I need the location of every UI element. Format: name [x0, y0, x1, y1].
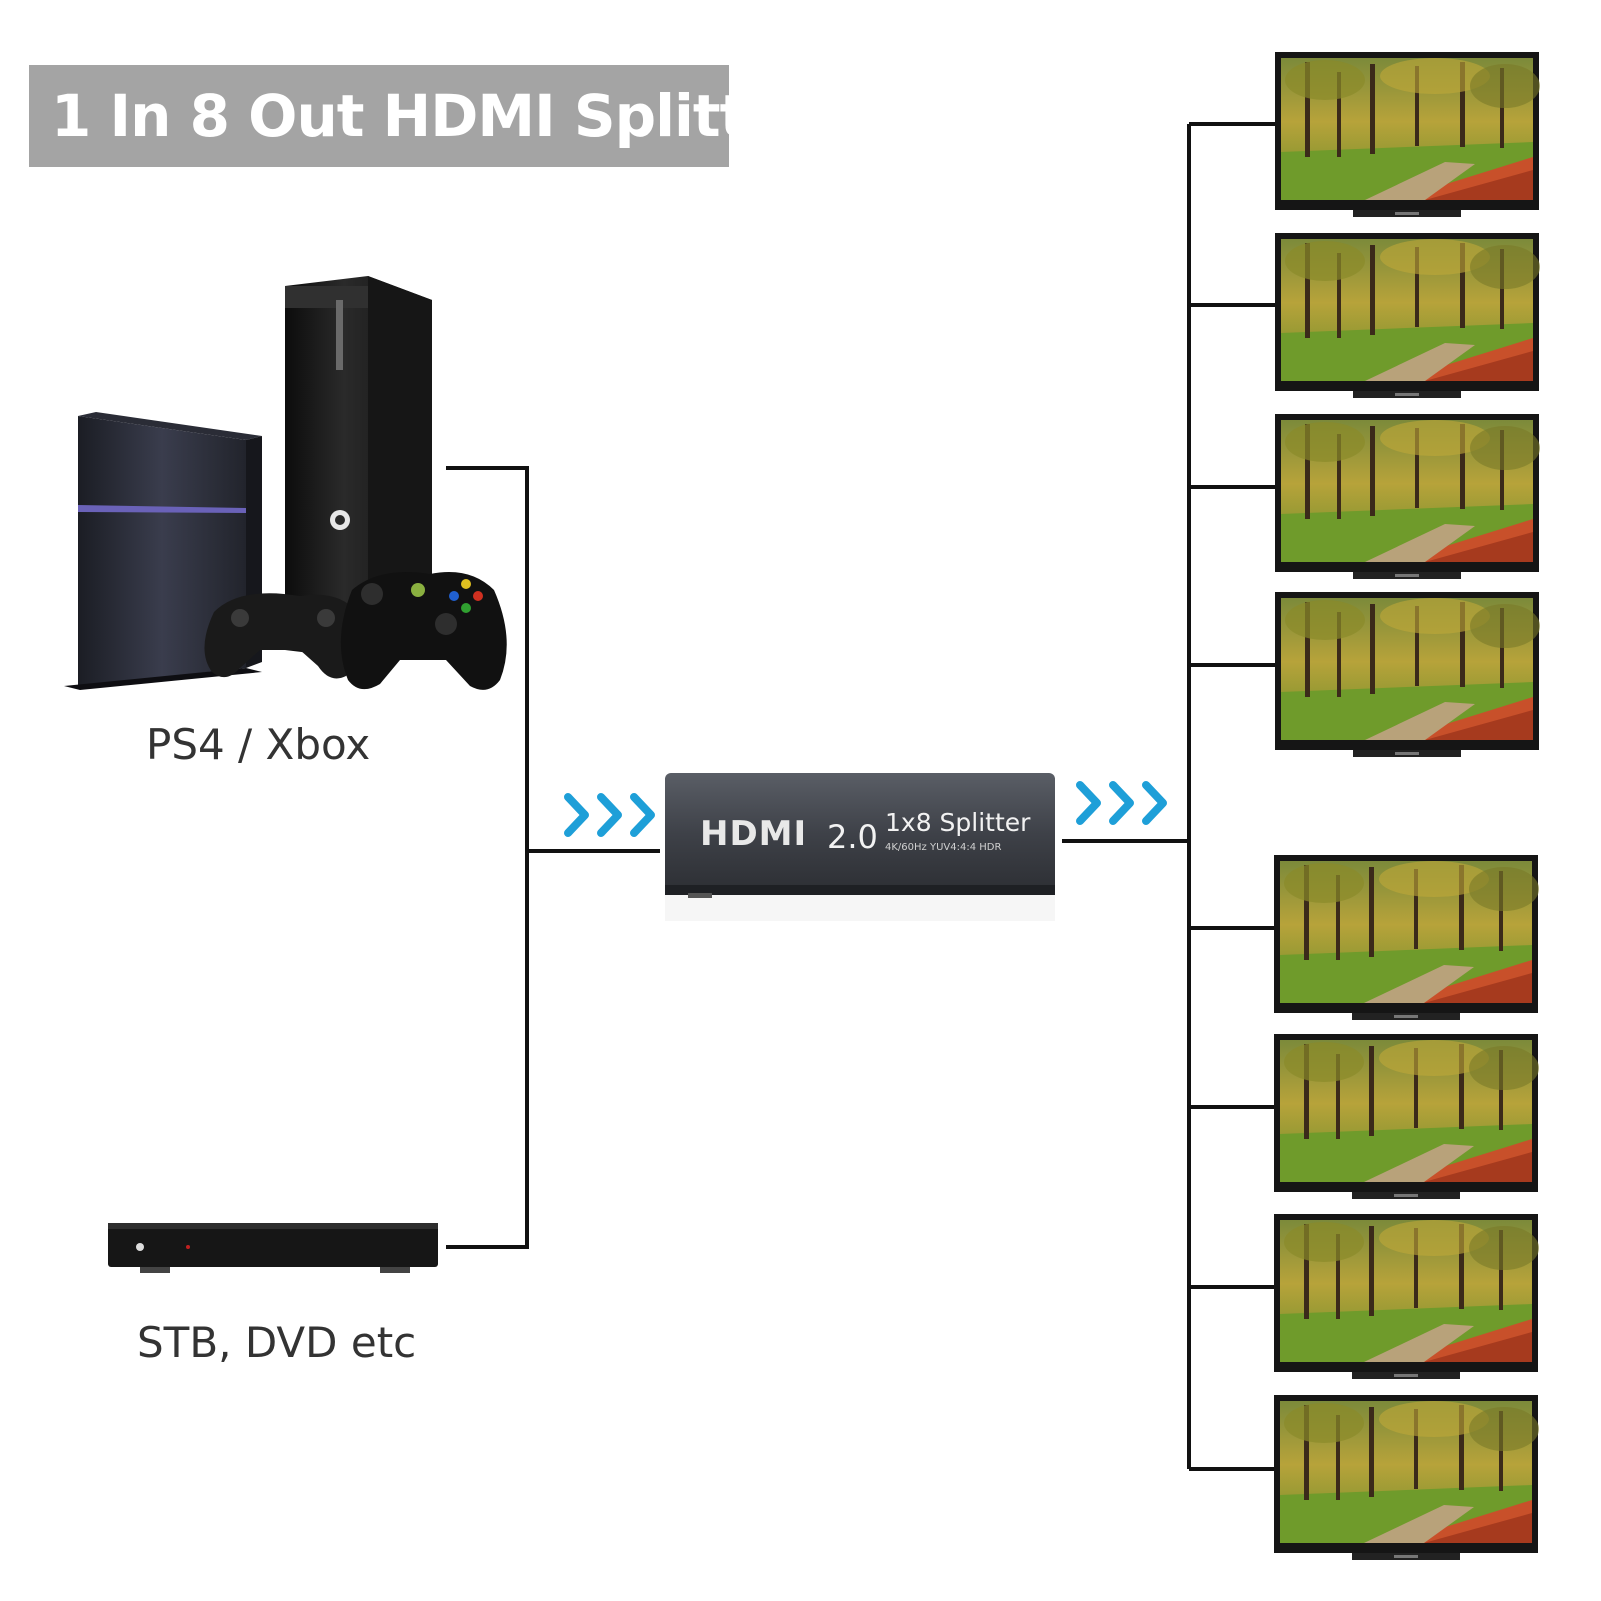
output-arrows-icon [1076, 781, 1167, 825]
title-banner: 1 In 8 Out HDMI Splitter [29, 65, 813, 167]
hdmi-logo: HDMI [700, 814, 808, 854]
input-connections [446, 466, 660, 1249]
hdmi-splitter-device [665, 773, 1055, 921]
page-title: 1 In 8 Out HDMI Splitter [51, 82, 813, 150]
tv-icon [1275, 414, 1540, 579]
tv-icon [1275, 233, 1540, 398]
tv-icon [1274, 1034, 1539, 1199]
tv-outputs [1274, 52, 1540, 1560]
tv-icon [1274, 1214, 1539, 1379]
hdmi-version: 2.0 [827, 818, 878, 856]
xbox-console-icon [285, 276, 432, 660]
output-connections [1062, 122, 1275, 1471]
consoles-label: PS4 / Xbox [146, 720, 371, 769]
tv-icon [1274, 1395, 1539, 1560]
set-top-box-icon [108, 1223, 438, 1273]
splitter-model: 1x8 Splitter [885, 808, 1031, 837]
input-arrows-icon [564, 793, 655, 837]
game-controller-icon [204, 572, 507, 690]
tv-icon [1275, 52, 1540, 217]
tv-icon [1274, 855, 1539, 1020]
stb-label: STB, DVD etc [137, 1318, 417, 1367]
splitter-spec: 4K/60Hz YUV4:4:4 HDR [885, 842, 1002, 853]
tv-icon [1275, 592, 1540, 757]
